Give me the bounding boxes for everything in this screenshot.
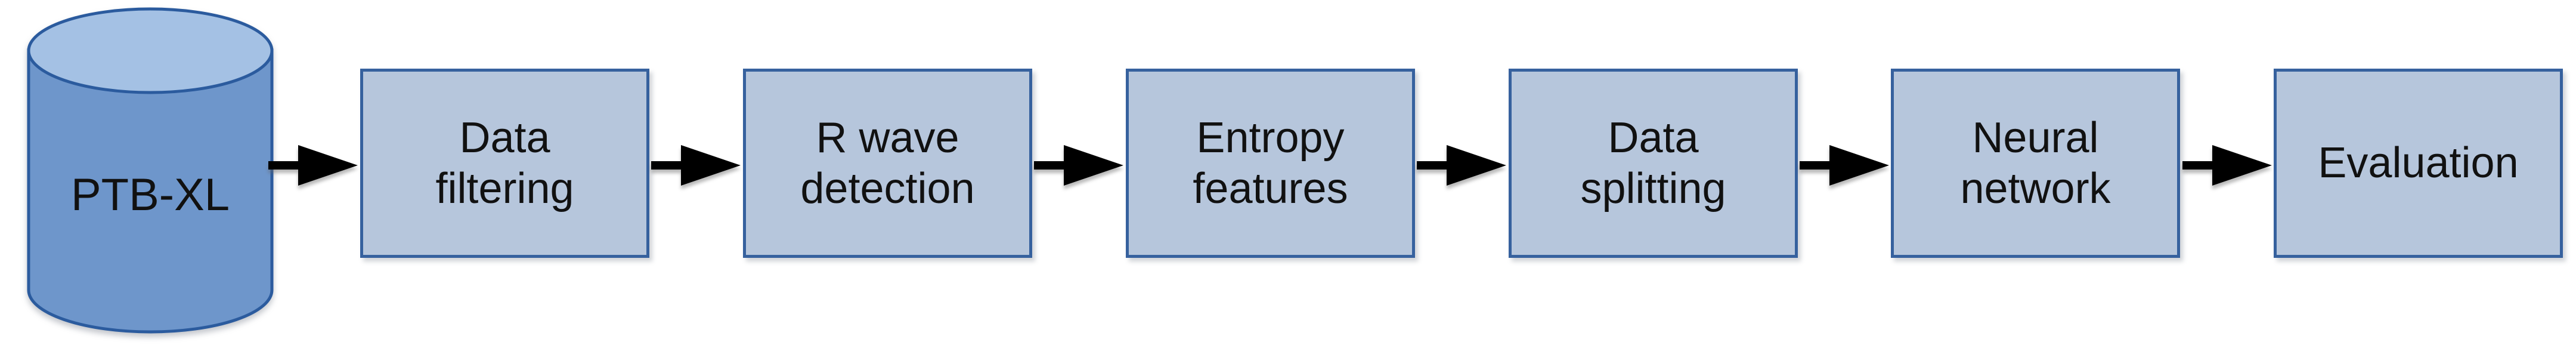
flow-arrow-1 <box>268 145 358 186</box>
database-node: PTB-XL <box>25 7 275 341</box>
step-box-r-wave-detection: R wave detection <box>743 69 1032 258</box>
step-box-evaluation: Evaluation <box>2274 69 2563 258</box>
step-box-neural-network: Neural network <box>1891 69 2180 258</box>
step-box-data-splitting: Data splitting <box>1509 69 1798 258</box>
step-label: Neural network <box>1960 113 2111 213</box>
step-label: Data filtering <box>435 113 574 213</box>
database-cylinder-icon <box>27 7 274 334</box>
step-label: Entropy features <box>1193 113 1348 213</box>
step-label: R wave detection <box>800 113 975 213</box>
step-label: Data splitting <box>1580 113 1726 213</box>
step-label: Evaluation <box>2318 139 2519 187</box>
flow-arrow-6 <box>2182 145 2272 186</box>
flow-arrow-4 <box>1417 145 1506 186</box>
step-box-data-filtering: Data filtering <box>360 69 649 258</box>
flow-arrow-5 <box>1800 145 1889 186</box>
flow-arrow-3 <box>1034 145 1123 186</box>
step-box-entropy-features: Entropy features <box>1126 69 1415 258</box>
flow-arrow-2 <box>651 145 741 186</box>
database-label: PTB-XL <box>70 170 230 220</box>
